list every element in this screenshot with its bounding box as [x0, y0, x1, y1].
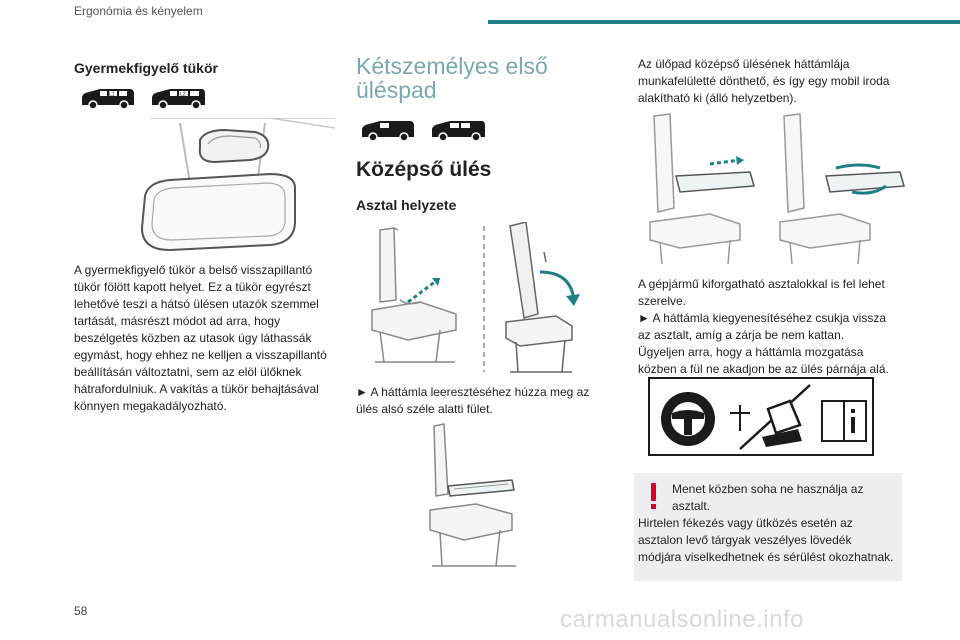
page-number: 58	[74, 604, 88, 618]
car-l1-icon: L1	[82, 89, 134, 110]
watermark: carmanualsonline.info	[560, 606, 804, 633]
warning-box: Menet közben soha ne használja az asztal…	[634, 473, 902, 581]
close-table-instruction: ► A háttámla kiegyenesítéséhez csukja vi…	[638, 311, 887, 342]
header-accent-bar	[488, 20, 960, 24]
office-table-illustration	[649, 113, 905, 265]
middle-seat-heading: Középső ülés	[356, 158, 492, 181]
bench-title: Kétszemélyes első üléspad	[356, 53, 548, 103]
table-position-heading: Asztal helyzete	[356, 197, 457, 213]
car-l1-icon	[362, 121, 414, 142]
warning-title: Menet közben soha ne használja az asztal…	[672, 482, 864, 513]
intro-text: Az ülőpad középső ülésének háttámlája mu…	[638, 57, 890, 105]
warning-pictogram	[648, 377, 874, 456]
rotating-table-text: A gépjármű kiforgatható asztalokkal is f…	[638, 277, 885, 308]
mirror-description: A gyermekfigyelő tükör a belső visszapil…	[74, 263, 327, 413]
exclamation-icon	[650, 483, 658, 513]
car-l2-icon: L2	[152, 89, 205, 110]
warning-body: Hirtelen fékezés vagy ütközés esetén az …	[638, 516, 894, 564]
seat-fold-illustration	[371, 222, 580, 373]
caution-text: Ügyeljen arra, hogy a háttámla mozgatása…	[638, 345, 889, 376]
section-title: Ergonómia és kényelem	[74, 4, 203, 18]
car-size-label: L2	[180, 92, 186, 98]
mirror-illustration	[140, 118, 336, 252]
car-l2-icon	[432, 121, 485, 142]
mirror-heading: Gyermekfigyelő tükör	[74, 60, 218, 76]
fold-instruction: ► A háttámla leeresztéséhez húzza meg az…	[356, 385, 590, 416]
seat-table-illustration	[429, 423, 516, 567]
car-size-label: L1	[109, 92, 115, 98]
